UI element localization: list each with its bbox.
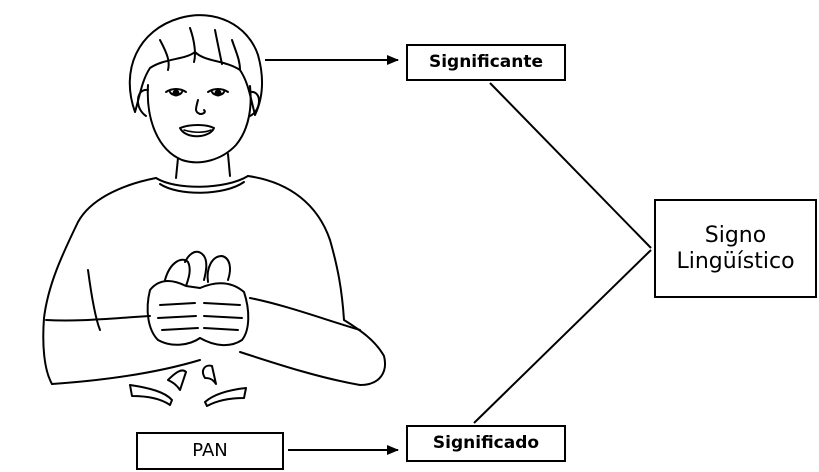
significante-label: Significante	[429, 53, 543, 73]
significado-box: Significado	[406, 425, 566, 462]
pan-label: PAN	[192, 441, 227, 462]
collar	[156, 176, 248, 193]
pupil-right	[216, 91, 221, 96]
neck	[176, 154, 230, 178]
hand-right	[200, 256, 248, 345]
signo-label-line2: Lingüístico	[676, 249, 794, 274]
motion-arrow-right	[203, 366, 246, 406]
arm-left	[46, 316, 200, 384]
nose	[196, 100, 205, 114]
significante-box: Significante	[406, 44, 566, 81]
significado-label: Significado	[433, 434, 539, 454]
sweater	[43, 176, 385, 385]
hand-left	[148, 260, 200, 345]
signo-label-line1: Signo	[705, 223, 766, 248]
hair	[130, 15, 262, 115]
pan-box: PAN	[136, 432, 284, 470]
line-significante-to-signo	[490, 83, 651, 248]
line-significado-to-signo	[474, 250, 651, 423]
ear-left	[138, 90, 148, 116]
connectors	[265, 60, 651, 450]
boy-illustration	[43, 15, 385, 406]
motion-arrow-left	[130, 370, 186, 405]
signo-linguistico-box: Signo Lingüístico	[654, 199, 817, 298]
arm-right	[240, 298, 360, 385]
pupil-left	[174, 91, 179, 96]
face	[148, 85, 251, 162]
